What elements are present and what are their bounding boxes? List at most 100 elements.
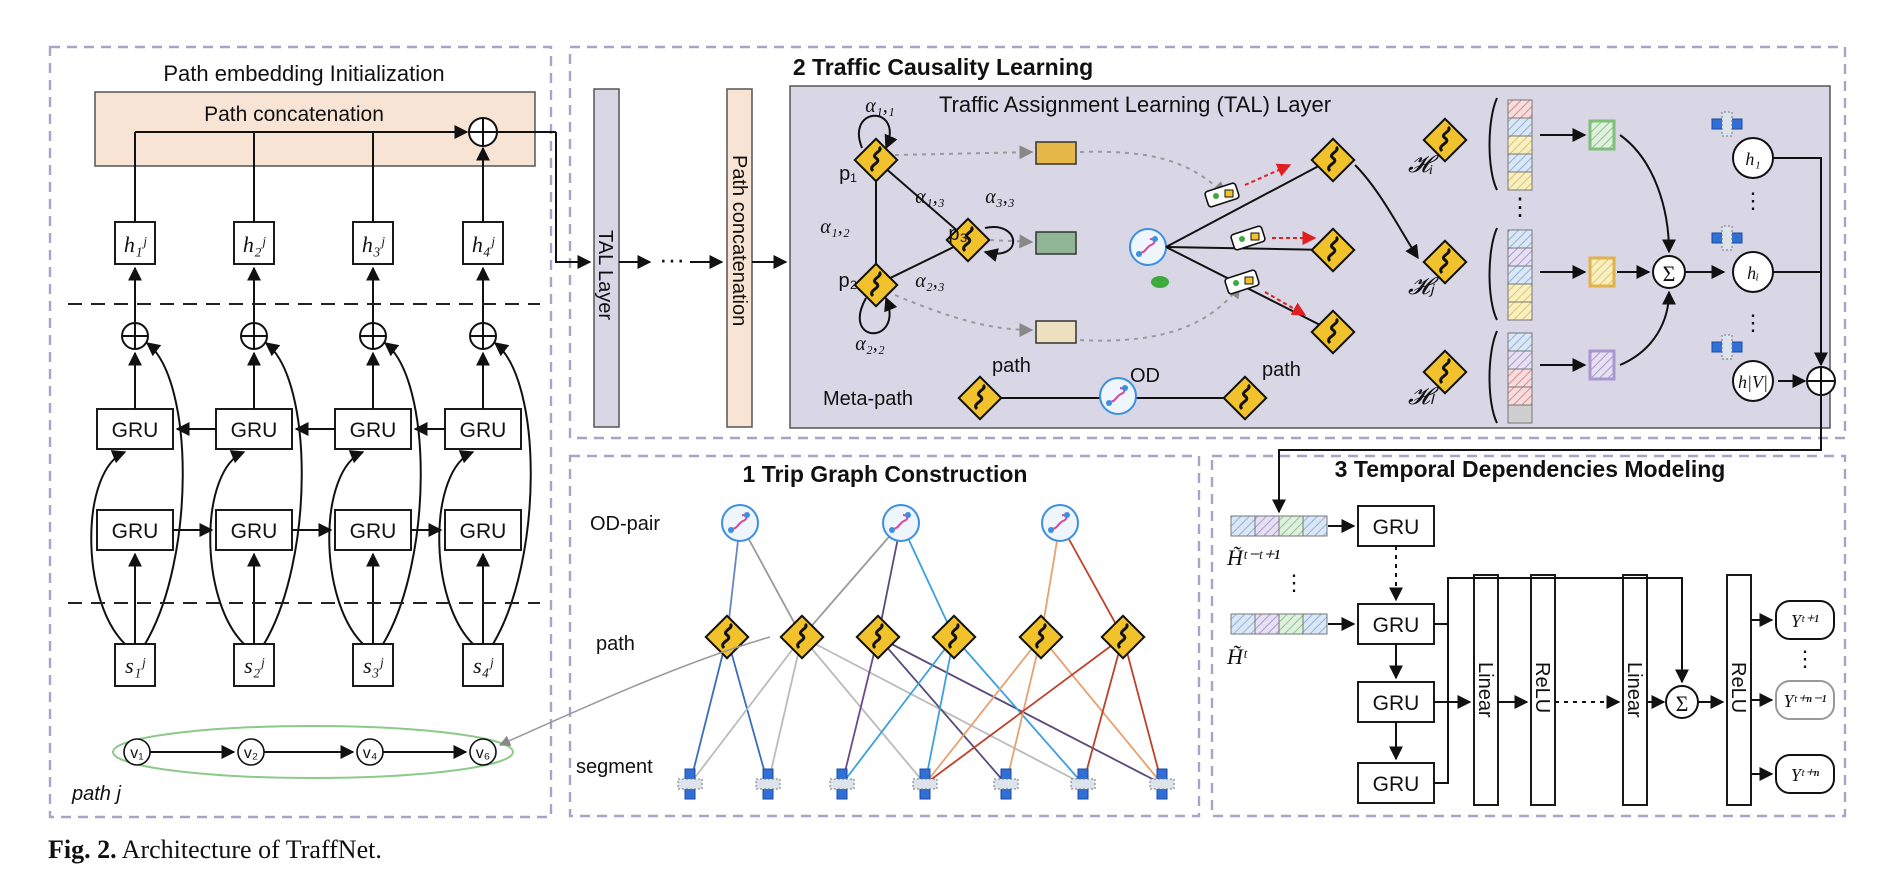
panel-causality-title: 2 Traffic Causality Learning	[793, 54, 1093, 80]
alpha-label-3: α₃,₃	[985, 186, 1014, 208]
segment-label-4: s₄ʲ	[473, 653, 494, 678]
panel-init-title: Path embedding Initialization	[163, 61, 444, 86]
path-label-p: p₁	[839, 163, 857, 185]
path-label-p: p₂	[839, 270, 858, 292]
row-label-segment: segment	[576, 756, 653, 778]
gru-bottom-3	[334, 509, 412, 551]
H-cell-1-1	[1507, 99, 1533, 119]
feature-box-green	[1035, 231, 1077, 255]
panel-temporal-title: 3 Temporal Dependencies Modeling	[1335, 456, 1726, 482]
panel-path-embedding-init	[48, 45, 553, 819]
gru-bottom-4	[444, 509, 522, 551]
trip-path-2	[779, 614, 825, 660]
H-cell-1-3	[1507, 135, 1533, 155]
hidden-box-2	[233, 221, 275, 265]
panel-traffic-causality	[568, 45, 1847, 440]
feature-box-orange	[1035, 141, 1077, 165]
temporal-linear-1	[1473, 574, 1499, 806]
layer-ellipsis: ···	[659, 244, 685, 274]
h-vdots-2: ⋮	[1742, 310, 1764, 335]
temporal-input-vdots: ⋮	[1283, 570, 1305, 595]
alpha-label-5: α₂,₃	[915, 270, 944, 292]
trip-od-1	[721, 504, 759, 542]
segment-box-4	[462, 643, 504, 687]
gru-bottom-label-3: GRU	[350, 520, 397, 543]
H-cell-2-1	[1507, 229, 1533, 249]
temporal-output-2	[1775, 680, 1835, 720]
H-cell-3-1	[1507, 332, 1533, 352]
H-cell-3-5	[1507, 404, 1533, 424]
H-input-label-2: H̃ᵗ	[1226, 644, 1248, 669]
od-dot-green	[1151, 276, 1169, 288]
segment-label-3: s₃ʲ	[363, 653, 384, 678]
alpha-label-6: α₂,₂	[855, 333, 884, 355]
hidden-label-4: h₄ʲ	[472, 232, 496, 257]
hidden-box-3	[352, 221, 394, 265]
trip-path-5	[1018, 614, 1064, 660]
gru-bottom-label-2: GRU	[231, 520, 278, 543]
tal-title: Traffic Assignment Learning (TAL) Layer	[939, 92, 1331, 117]
H-cell-2-2	[1507, 247, 1533, 267]
feature-box-beige	[1035, 320, 1077, 344]
H-cell-3-4	[1507, 386, 1533, 406]
temporal-input-cell-2-3	[1278, 613, 1304, 635]
H-label-2: 𝓗ⱼ	[1408, 274, 1439, 300]
temporal-linear-2	[1622, 574, 1648, 806]
segment-label-2: s₂ʲ	[244, 653, 265, 678]
hidden-box-1	[114, 221, 156, 265]
init-columns: h₁ʲGRUGRUs₁ʲh₂ʲGRUGRUs₂ʲh₃ʲGRUGRUs₃ʲh₄ʲG…	[90, 132, 532, 687]
temporal-input-cell-2-2	[1254, 613, 1280, 635]
H-cell-3-3	[1507, 368, 1533, 388]
row-label-path: path	[596, 633, 635, 655]
segment-box-1	[114, 643, 156, 687]
meta-path-label-1: path	[992, 355, 1031, 377]
H-vdots: ⋮	[1508, 194, 1532, 221]
temporal-input-cell-2-4	[1302, 613, 1328, 635]
temporal-output-1	[1775, 600, 1835, 640]
h-node-label-2: hᵢ	[1747, 263, 1759, 283]
path-node-label-2: v₂	[244, 745, 258, 762]
path-label-p: p₃	[948, 223, 967, 245]
gru-bottom-label-4: GRU	[460, 520, 507, 543]
hidden-label-2: h₂ʲ	[243, 232, 267, 257]
caption-text: Architecture of TraffNet.	[117, 835, 382, 864]
path-j-ellipse	[112, 725, 514, 779]
temporal-gru-label-4: GRU	[1373, 773, 1420, 796]
temporal-input-cell-1-4	[1302, 515, 1328, 537]
hidden-label-3: h₃ʲ	[362, 232, 386, 257]
temporal-gru-label-1: GRU	[1373, 516, 1420, 539]
hidden-box-4	[462, 221, 504, 265]
caption-bold: Fig. 2.	[48, 835, 117, 864]
temporal-linear-2-label: Linear	[1623, 662, 1645, 718]
meta-od-label: OD	[1130, 365, 1160, 387]
temporal-output-label-2: Yᵗ⁺ⁿ⁻¹	[1783, 691, 1826, 711]
temporal-gru-label-2: GRU	[1373, 614, 1420, 637]
H-cell-1-4	[1507, 153, 1533, 173]
row-label-odpair: OD-pair	[590, 513, 660, 535]
tal-layer-block	[593, 88, 620, 428]
trip-path-6	[1100, 614, 1146, 660]
panel-temporal	[1210, 454, 1847, 818]
temporal-relu-2	[1726, 574, 1752, 806]
path-concat-block-2	[726, 88, 753, 428]
tal-layer-label: TAL Layer	[594, 230, 616, 320]
trip-path-1	[704, 614, 750, 660]
hidden-label-1: h₁ʲ	[124, 232, 148, 257]
alpha-label-1: α₁,₁	[865, 95, 894, 117]
temporal-linear-1-label: Linear	[1474, 662, 1496, 718]
temporal-input-cell-1-1	[1230, 515, 1256, 537]
h-node-label-3: h|V|	[1738, 372, 1768, 392]
path-node-label-1: v₁	[130, 745, 143, 762]
od-icon-tal	[1129, 228, 1167, 266]
temporal-gru-3	[1357, 681, 1435, 723]
temporal-output-3	[1775, 754, 1835, 794]
temporal-output-label-1: Yᵗ⁺¹	[1791, 611, 1819, 631]
h-node-3	[1732, 360, 1774, 402]
gru-top-label-1: GRU	[112, 419, 159, 442]
temporal-input-cell-1-2	[1254, 515, 1280, 537]
